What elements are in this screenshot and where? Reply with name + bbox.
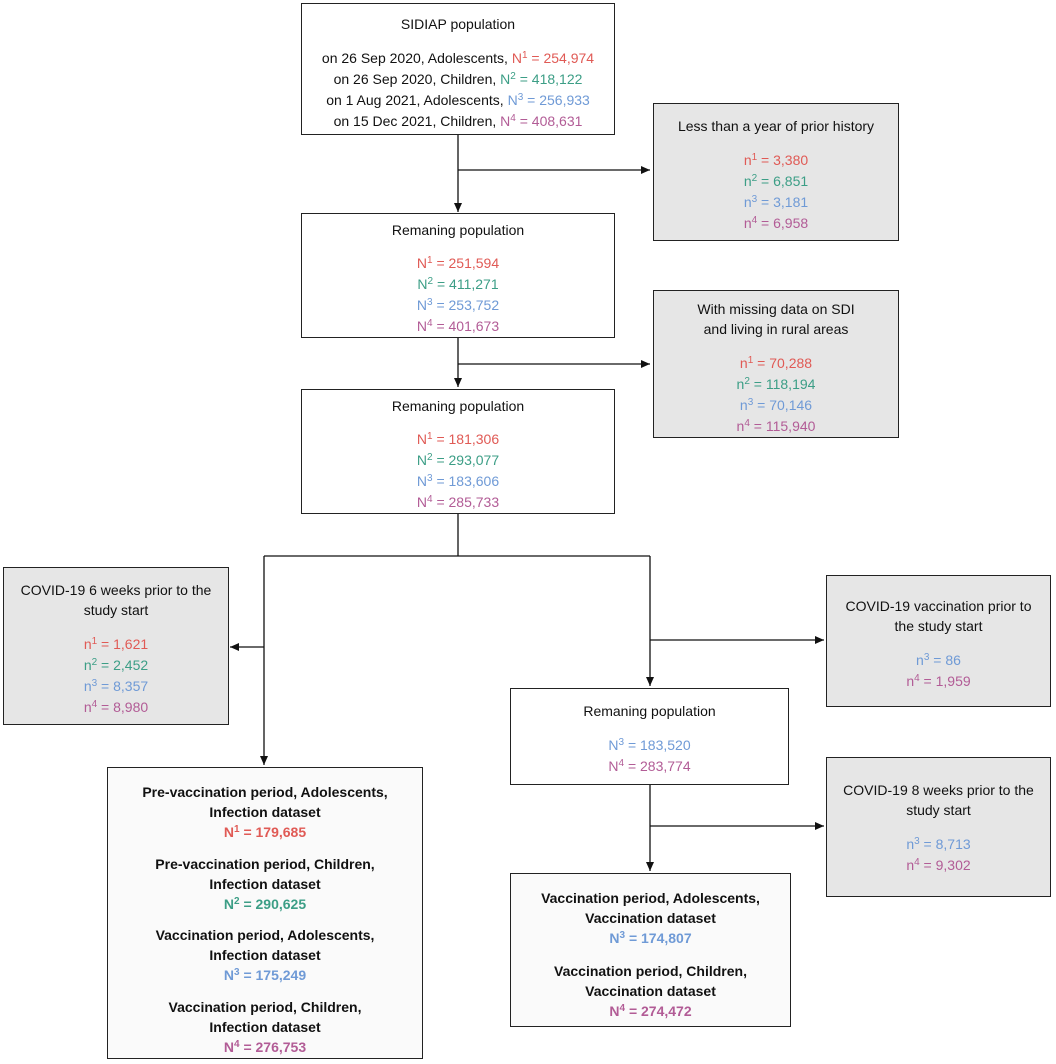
dataset-title-line2: Infection dataset xyxy=(209,875,321,892)
count-line: n4 = 115,940 xyxy=(736,418,816,434)
count-line: n2 = 6,851 xyxy=(743,173,809,189)
count-line: N4 = 285,733 xyxy=(416,494,500,510)
dataset-count: N4 = 274,472 xyxy=(609,1003,692,1019)
dataset-title-line2: Infection dataset xyxy=(209,804,321,820)
count-line: N2 = 293,077 xyxy=(416,452,500,468)
box-title: Remaning population xyxy=(391,222,525,238)
remaining-population-box-1: Remaning population N1 = 251,594 N2 = 41… xyxy=(301,213,615,338)
dataset-title-line2: Vaccination dataset xyxy=(585,910,716,926)
count-line: n2 = 2,452 xyxy=(83,657,149,673)
count-line: N1 = 181,306 xyxy=(416,431,500,447)
count-line: n4 = 9,302 xyxy=(906,857,971,873)
count-line: n4 = 8,980 xyxy=(83,699,149,715)
count-line: n3 = 70,146 xyxy=(739,397,813,413)
count-line: N4 = 283,774 xyxy=(608,758,691,774)
count-line: N1 = 251,594 xyxy=(416,255,500,271)
population-line: on 26 Sep 2020, Children, N2 = 418,122 xyxy=(333,71,583,87)
box-title-line2: and living in rural areas xyxy=(703,321,849,337)
box-title: Remaning population xyxy=(583,703,716,719)
exclusion-vaccination-prior-box: COVID-19 vaccination prior to the study … xyxy=(826,575,1051,707)
dataset-title-line2: Infection dataset xyxy=(209,1019,321,1036)
dataset-count: N3 = 174,807 xyxy=(609,930,692,946)
exclusion-covid-8-weeks-box: COVID-19 8 weeks prior to the study star… xyxy=(826,757,1051,897)
final-infection-datasets-box: Pre-vaccination period, Adolescents, Inf… xyxy=(107,767,423,1059)
count-line: n1 = 1,621 xyxy=(83,636,149,652)
dataset-title-line1: Pre-vaccination period, Children, xyxy=(155,855,375,872)
final-vaccination-datasets-box: Vaccination period, Adolescents, Vaccina… xyxy=(510,873,791,1027)
exclusion-covid-6-weeks-box: COVID-19 6 weeks prior to the study star… xyxy=(3,567,229,725)
remaining-population-box-2: Remaning population N1 = 181,306 N2 = 29… xyxy=(301,389,615,514)
start-population-box: SIDIAP population on 26 Sep 2020, Adoles… xyxy=(301,3,615,135)
box-title-line2: the study start xyxy=(894,618,983,634)
box-title: Less than a year of prior history xyxy=(677,118,875,134)
split-line xyxy=(264,514,650,557)
dataset-title-line2: Infection dataset xyxy=(209,947,321,964)
exclusion-missing-sdi-box: With missing data on SDI and living in r… xyxy=(653,290,899,438)
box-title-line1: COVID-19 vaccination prior to xyxy=(845,598,1032,614)
count-line: n3 = 86 xyxy=(916,652,961,668)
count-line: N4 = 401,673 xyxy=(416,318,500,334)
dataset-title-line1: Vaccination period, Adolescents, xyxy=(541,890,760,906)
population-line: on 1 Aug 2021, Adolescents, N3 = 256,933 xyxy=(326,92,590,108)
remaining-population-box-3: Remaning population N3 = 183,520 N4 = 28… xyxy=(510,688,789,785)
dataset-title-line1: Vaccination period, Adolescents, xyxy=(155,927,375,944)
box-title-line1: With missing data on SDI xyxy=(697,301,855,317)
dataset-title-line1: Vaccination period, Children, xyxy=(554,963,747,979)
dataset-count: N2 = 290,625 xyxy=(223,895,307,912)
count-line: n1 = 70,288 xyxy=(739,355,813,371)
count-line: N3 = 183,606 xyxy=(416,473,500,489)
count-line: n2 = 118,194 xyxy=(736,376,816,392)
box-title: SIDIAP population xyxy=(400,16,516,32)
count-line: n4 = 1,959 xyxy=(906,673,971,689)
box-title-line1: COVID-19 8 weeks prior to the xyxy=(843,782,1034,798)
count-line: n1 = 3,380 xyxy=(743,152,809,168)
box-title-line2: study start xyxy=(83,602,149,618)
box-title-line1: COVID-19 6 weeks prior to the xyxy=(20,582,212,598)
dataset-title-line1: Vaccination period, Children, xyxy=(168,999,362,1016)
count-line: n3 = 8,357 xyxy=(83,678,149,694)
dataset-count: N4 = 276,753 xyxy=(223,1039,307,1056)
count-line: n3 = 8,713 xyxy=(906,836,971,852)
box-title-line2: study start xyxy=(906,802,971,818)
exclusion-prior-history-box: Less than a year of prior history n1 = 3… xyxy=(653,103,899,241)
dataset-title-line1: Pre-vaccination period, Adolescents, xyxy=(142,784,388,800)
population-line: on 15 Dec 2021, Children, N4 = 408,631 xyxy=(333,113,583,129)
dataset-count: N1 = 179,685 xyxy=(223,824,307,840)
dataset-count: N3 = 175,249 xyxy=(223,967,307,984)
count-line: N3 = 183,520 xyxy=(608,737,691,753)
count-line: N2 = 411,271 xyxy=(417,276,499,292)
count-line: N3 = 253,752 xyxy=(416,297,500,313)
population-line: on 26 Sep 2020, Adolescents, N1 = 254,97… xyxy=(321,50,595,66)
count-line: n4 = 6,958 xyxy=(743,215,809,231)
box-title: Remaning population xyxy=(391,398,525,414)
dataset-title-line2: Vaccination dataset xyxy=(585,983,716,999)
count-line: n3 = 3,181 xyxy=(743,194,809,210)
